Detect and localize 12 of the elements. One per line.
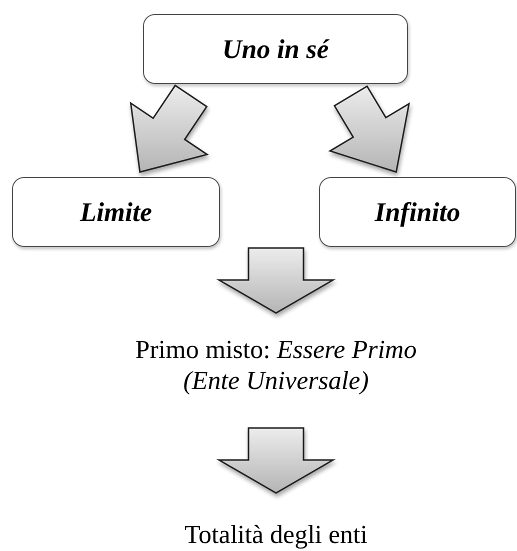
rounded-box — [319, 177, 516, 247]
node-text: Totalità degli enti — [184, 519, 368, 550]
block-arrow — [130, 84, 209, 173]
block-arrow — [216, 427, 336, 494]
block-arrow — [328, 85, 410, 173]
node-text: Primo misto: Essere Primo (Ente Universale) — [134, 334, 418, 396]
box-label: Infinito — [374, 196, 460, 228]
box-label: Limite — [80, 196, 152, 228]
rounded-box — [143, 14, 408, 84]
block-arrow — [216, 247, 336, 314]
box-label: Uno in sé — [222, 34, 329, 64]
rounded-box — [12, 177, 220, 247]
